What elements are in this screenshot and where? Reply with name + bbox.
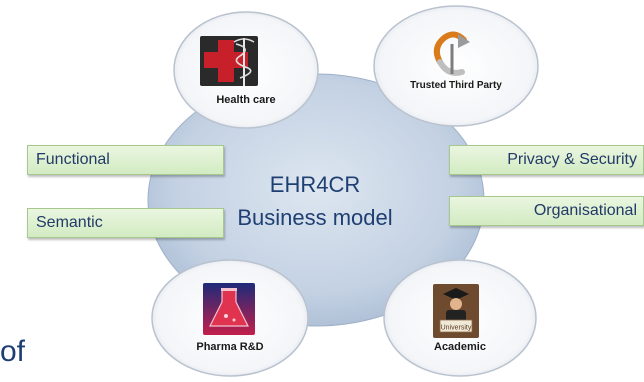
laboratory-flask-icon [203, 283, 255, 335]
tag-functional: Functional [27, 145, 224, 175]
academic-label: Academic [434, 341, 486, 353]
tag-organisational: Organisational [449, 196, 644, 226]
center-title-line1: EHR4CR [269, 172, 361, 197]
partial-text: of [0, 335, 26, 368]
center-title-line2: Business model [237, 205, 393, 230]
health-care-label: Health care [216, 94, 276, 106]
node-trusted-third-party [373, 5, 539, 127]
university-graduate-icon: University [433, 284, 479, 338]
pharma-rd-label: Pharma R&D [196, 341, 264, 353]
tag-semantic: Semantic [27, 208, 224, 238]
tag-privacy-security: Privacy & Security [449, 145, 644, 175]
university-sign-label: University [441, 325, 472, 332]
orange-cycle-arrow-icon [433, 31, 470, 76]
trusted-third-party-label: Trusted Third Party [410, 80, 502, 91]
medical-cross-caduceus-icon [200, 36, 258, 86]
